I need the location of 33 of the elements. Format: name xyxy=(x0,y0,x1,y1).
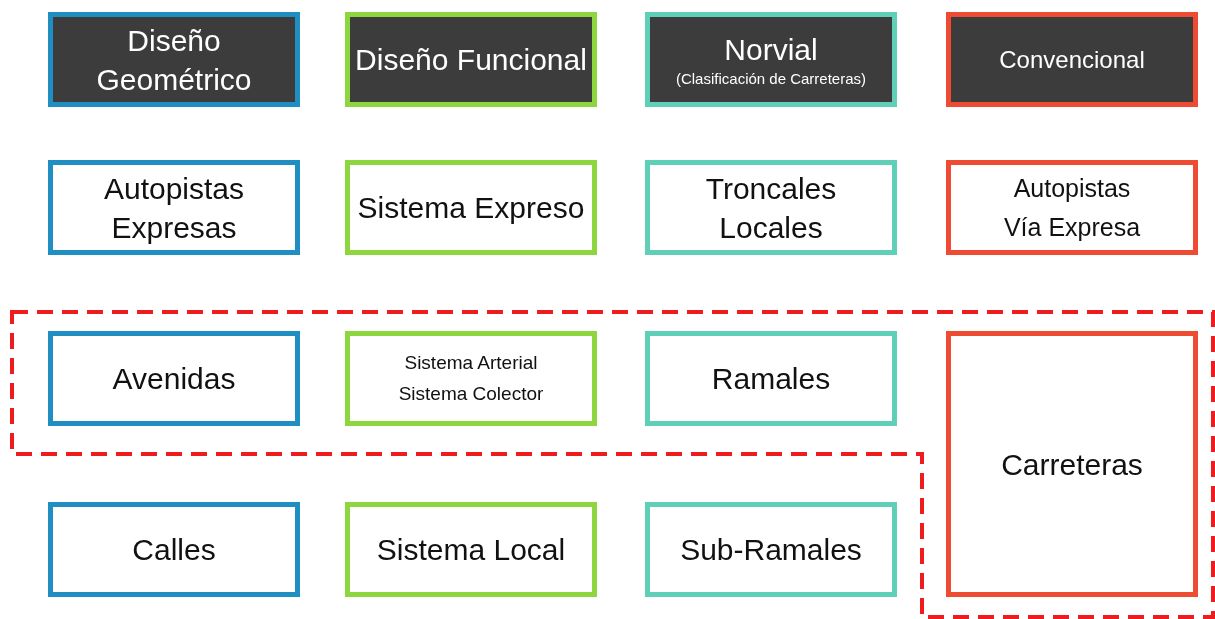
header-box xyxy=(345,12,597,107)
category-box xyxy=(645,502,897,597)
category-box xyxy=(345,160,597,255)
box-label: Norvial xyxy=(724,32,818,69)
box-label: Autopistas xyxy=(1013,173,1131,204)
category-box xyxy=(48,331,300,426)
category-box xyxy=(645,331,897,426)
category-box xyxy=(345,502,597,597)
category-box xyxy=(48,160,300,255)
box-label: Sistema Arterial xyxy=(404,350,538,375)
box-label: Diseño Funcional xyxy=(355,42,587,78)
box-label: Sub-Ramales xyxy=(680,532,862,568)
category-box xyxy=(645,160,897,255)
category-box xyxy=(946,160,1198,255)
header-box xyxy=(946,12,1198,107)
category-box xyxy=(946,331,1198,597)
box-label: Carreteras xyxy=(1001,446,1143,483)
box-label: Calles xyxy=(132,532,216,568)
box-label: Sistema Expreso xyxy=(357,190,585,226)
box-label: Convencional xyxy=(999,44,1145,75)
box-label: Sistema Local xyxy=(376,532,566,568)
header-box xyxy=(48,12,300,107)
category-box xyxy=(345,331,597,426)
box-label: Avenidas xyxy=(112,361,236,397)
box-label: Troncales Locales xyxy=(704,170,838,246)
box-label: Sistema Colector xyxy=(398,381,544,406)
box-subtitle: (Clasificación de Carreteras) xyxy=(675,69,867,89)
box-label: Vía Expresa xyxy=(1003,211,1141,243)
header-box xyxy=(645,12,897,107)
box-label: Autopistas Expresas xyxy=(102,170,246,246)
category-box xyxy=(48,502,300,597)
box-label: Diseño Geométrico xyxy=(95,22,253,98)
box-label: Ramales xyxy=(711,361,831,397)
